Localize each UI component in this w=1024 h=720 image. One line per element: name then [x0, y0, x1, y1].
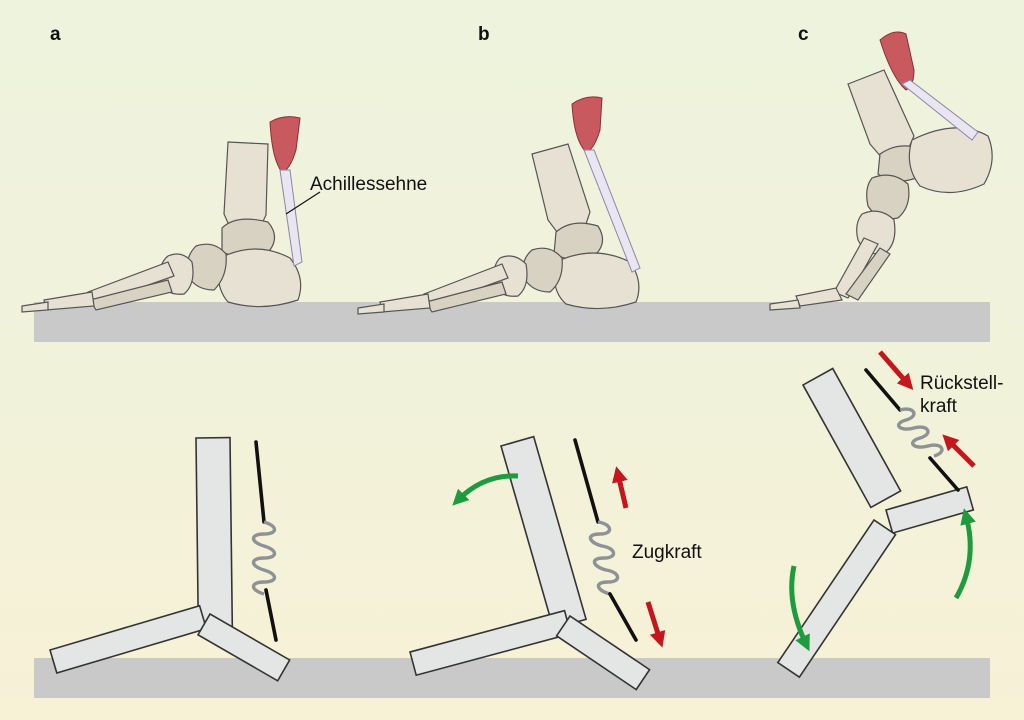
lever-model-a: [49, 436, 291, 682]
restoring-arrow-down: [878, 350, 914, 391]
foot-illustration-c: [769, 31, 993, 311]
lever-model-b: [409, 435, 651, 691]
pull-arrow-down: [645, 601, 666, 648]
rotation-arrow-c-right: [953, 508, 976, 600]
restoring-force-label-line1: Rückstell-: [920, 373, 1003, 394]
foot-illustration-b: [357, 96, 641, 315]
restoring-force-label-line2: kraft: [920, 396, 958, 417]
achilles-leader-line: [285, 191, 321, 215]
panel-letter-c: c: [798, 24, 809, 45]
rotation-arrow-b: [452, 473, 519, 506]
ground-strip-top: [34, 302, 990, 342]
panel-letter-b: b: [478, 24, 490, 45]
pull-arrow-up: [612, 466, 629, 509]
pull-force-label: Zugkraft: [632, 542, 702, 563]
restoring-arrow-up: [942, 434, 976, 468]
rotation-arrow-c-left: [789, 565, 810, 652]
achilles-label: Achillessehne: [310, 174, 427, 195]
ground-strip-bottom: [34, 658, 990, 698]
foot-illustration-a: [21, 116, 303, 313]
panel-letter-a: a: [50, 24, 61, 45]
